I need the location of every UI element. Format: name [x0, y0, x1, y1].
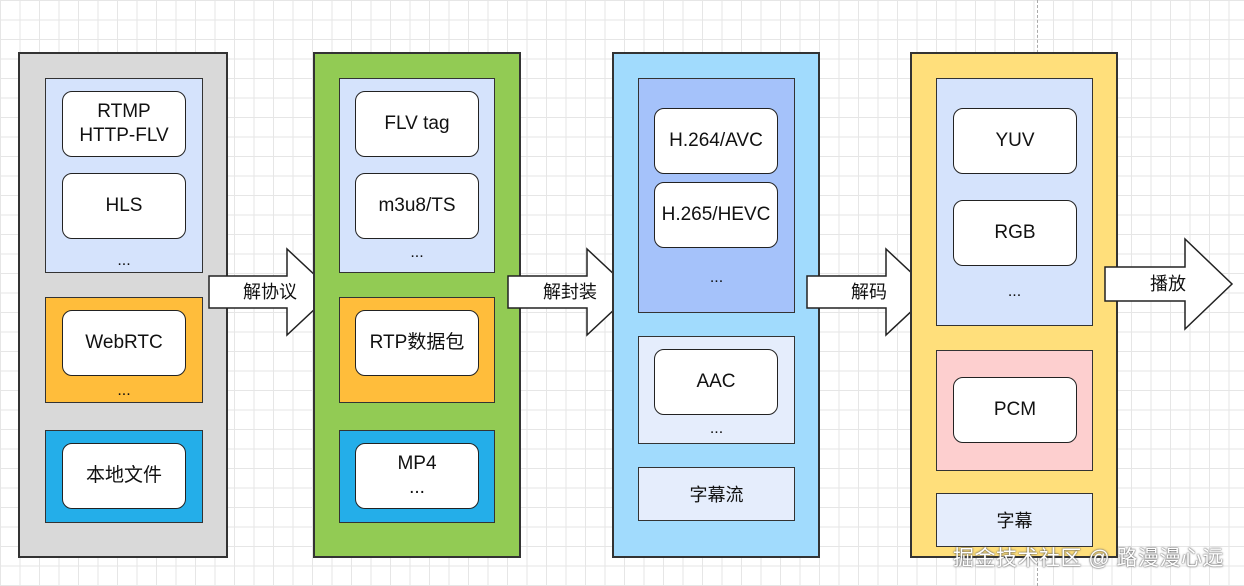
- m3u8-ts-box: m3u8/TS: [355, 173, 479, 239]
- subtitle-box: 字幕: [936, 493, 1093, 547]
- decode-arrow: 解码: [806, 247, 934, 337]
- flv-tag-box: FLV tag: [355, 91, 479, 157]
- webrtc-more: ...: [117, 382, 131, 399]
- audio-stream-more: ...: [709, 420, 724, 437]
- h264-box: H.264/AVC: [654, 108, 778, 174]
- hls-box: HLS: [62, 173, 186, 239]
- raw-video-more: ...: [1007, 283, 1022, 300]
- arrow-label-play: 播放: [1150, 274, 1186, 294]
- h264-label: H.264/AVC: [669, 130, 763, 151]
- demux-container-arrow: 解封装: [507, 247, 635, 337]
- subtitle-label: 字幕: [996, 511, 1033, 531]
- hls-label: HLS: [105, 195, 143, 216]
- h265-label: H.265/HEVC: [661, 204, 771, 225]
- rtmp-httpflv-box: RTMP HTTP-FLV: [62, 91, 186, 157]
- demux-protocol-arrow: 解协议: [208, 247, 335, 337]
- arrow-shape: [507, 247, 635, 337]
- h265-box: H.265/HEVC: [654, 182, 778, 248]
- yuv-box: YUV: [953, 108, 1077, 174]
- protocol-more: ...: [117, 252, 131, 269]
- webrtc-label: WebRTC: [85, 332, 163, 353]
- subtitle-stream-box: 字幕流: [638, 467, 795, 521]
- container-more: ...: [410, 244, 424, 261]
- watermark: 掘金技术社区 @ 路漫漫心远: [953, 547, 1224, 570]
- aac-box: AAC: [654, 349, 778, 415]
- webrtc-box: WebRTC: [62, 310, 186, 376]
- arrow-label-decode: 解码: [851, 282, 887, 302]
- play-arrow: 播放: [1104, 237, 1234, 331]
- arrow-label-demux-protocol: 解协议: [243, 282, 297, 302]
- subtitle-stream-label: 字幕流: [689, 485, 744, 505]
- local-file-box: 本地文件: [62, 443, 186, 509]
- rtmp-httpflv-label: RTMP HTTP-FLV: [79, 101, 169, 146]
- pcm-label: PCM: [993, 399, 1037, 420]
- arrow-shape: [806, 247, 934, 337]
- aac-label: AAC: [696, 371, 736, 392]
- rgb-label: RGB: [994, 222, 1036, 243]
- video-stream-more: ...: [709, 269, 724, 286]
- arrow-shape: [1104, 237, 1234, 331]
- local-file-label: 本地文件: [85, 465, 162, 486]
- flv-tag-label: FLV tag: [384, 113, 450, 134]
- rgb-box: RGB: [953, 200, 1077, 266]
- arrow-label-demux-container: 解封装: [543, 282, 597, 302]
- arrow-shape: [208, 247, 335, 337]
- rtp-label: RTP数据包: [369, 332, 465, 353]
- mp4-box: MP4 ...: [355, 443, 479, 509]
- m3u8-ts-label: m3u8/TS: [378, 195, 456, 216]
- rtp-box: RTP数据包: [355, 310, 479, 376]
- yuv-label: YUV: [995, 130, 1035, 151]
- pcm-box: PCM: [953, 377, 1077, 443]
- mp4-label: MP4 ...: [397, 453, 437, 498]
